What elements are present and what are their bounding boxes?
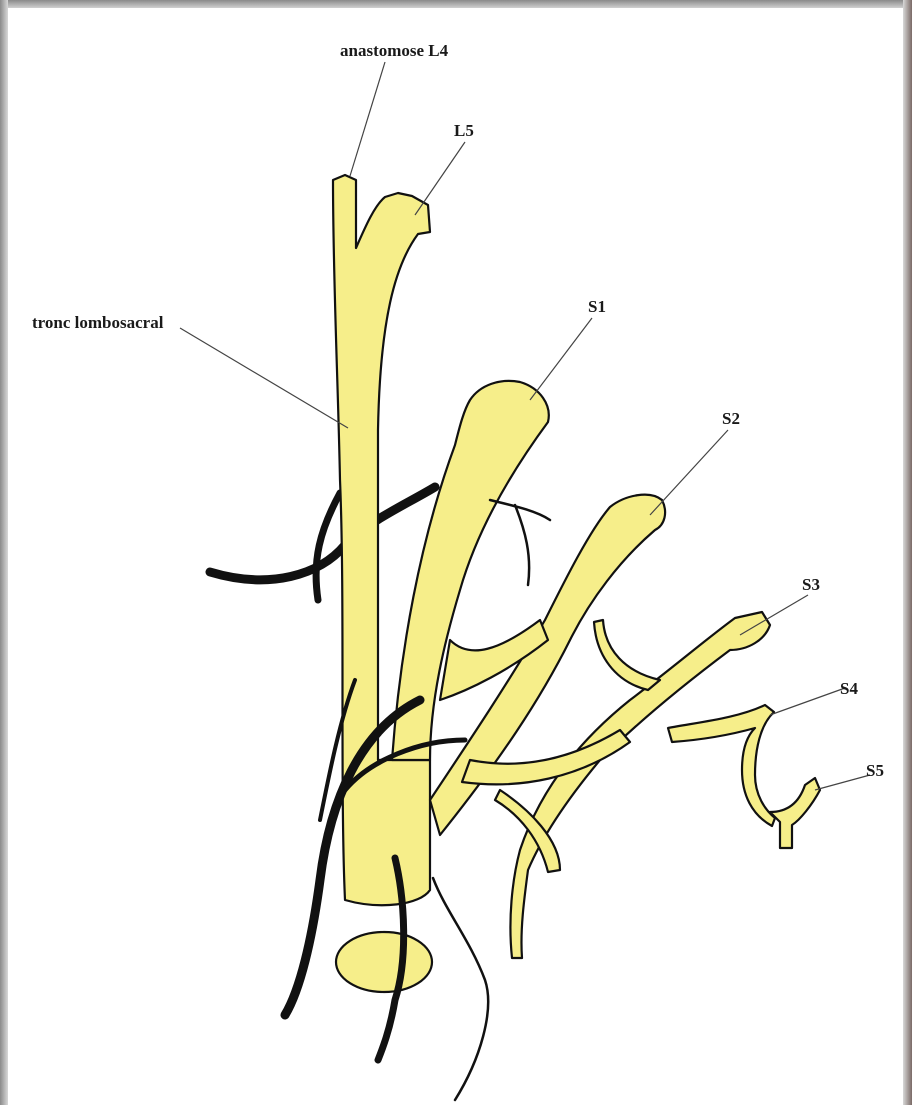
leader-s5 [815, 775, 870, 790]
lombosacral-trunk [333, 175, 430, 905]
label-s2: S2 [722, 409, 740, 428]
label-tronc-lombosacral: tronc lombosacral [32, 313, 164, 332]
s2-s3-loop [594, 620, 660, 690]
leader-s2 [650, 430, 728, 515]
leader-l5 [415, 142, 465, 215]
s5-branch [770, 778, 820, 848]
leader-tronc [180, 328, 348, 428]
label-s5: S5 [866, 761, 884, 780]
nerve-trunks [333, 175, 820, 992]
vessels-back [210, 487, 435, 600]
label-anastomose-l4: anastomose L4 [340, 41, 449, 60]
label-l5: L5 [454, 121, 474, 140]
label-s3: S3 [802, 575, 820, 594]
s4-branch [668, 705, 775, 826]
leader-s4 [770, 688, 845, 715]
leader-anastomose-l4 [350, 62, 385, 176]
label-s1: S1 [588, 297, 606, 316]
fiber-thin-upper [490, 500, 550, 585]
vessel-left-descending [316, 493, 340, 600]
label-s4: S4 [840, 679, 858, 698]
fiber-thin-lower [433, 878, 488, 1100]
trunk-base-opening [336, 932, 432, 992]
leader-s1 [530, 318, 592, 400]
